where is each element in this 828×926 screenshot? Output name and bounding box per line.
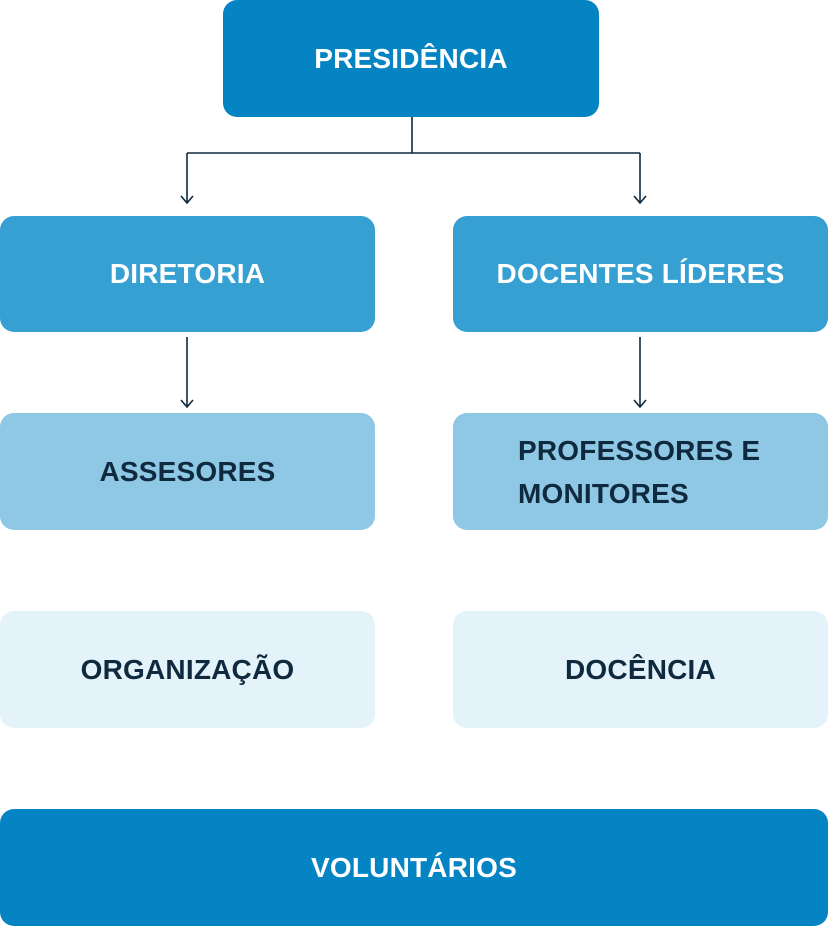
node-professores-monitores: PROFESSORES E MONITORES [453,413,828,530]
node-assesores-label: ASSESORES [99,455,276,487]
node-assesores: ASSESORES [0,413,375,530]
node-diretoria-label: DIRETORIA [109,258,266,289]
node-presidencia-label: PRESIDÊNCIA [314,42,508,74]
connector-presidencia-split [187,117,640,154]
node-docencia: DOCÊNCIA [453,611,828,728]
connector-to-diretoria [180,153,194,205]
node-organizacao: ORGANIZAÇÃO [0,611,375,728]
node-docentes-lideres: DOCENTES LÍDERES [453,216,828,332]
connector-docentes-professores [633,337,647,409]
node-professores-label-line1: PROFESSORES E [518,434,761,466]
node-docencia-label: DOCÊNCIA [565,653,716,685]
node-voluntarios: VOLUNTÁRIOS [0,809,828,926]
node-presidencia: PRESIDÊNCIA [223,0,599,117]
node-professores-label-line2: MONITORES [518,477,689,509]
node-docentes-lideres-label: DOCENTES LÍDERES [496,258,785,289]
connector-diretoria-assesores [180,337,194,409]
node-organizacao-label: ORGANIZAÇÃO [80,653,295,685]
node-diretoria: DIRETORIA [0,216,375,332]
connector-to-docentes [633,153,647,205]
node-voluntarios-label: VOLUNTÁRIOS [311,851,517,883]
